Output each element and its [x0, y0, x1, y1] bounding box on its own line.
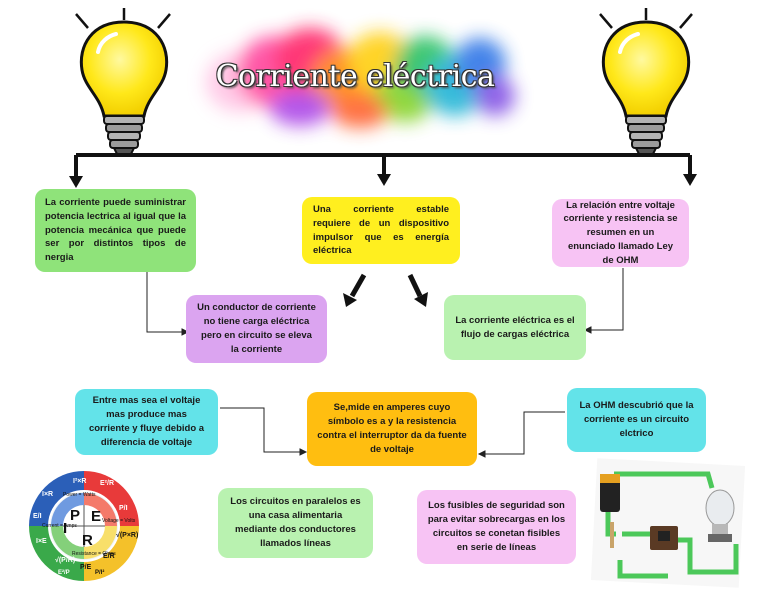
- wheel-label-9: E/I: [33, 513, 42, 520]
- top-connector-bar: [69, 153, 697, 188]
- box-fusibles-seguridad: Los fusibles de seguridad son para evita…: [417, 490, 576, 564]
- wheel-inner-label-4: Current = Amps: [42, 523, 77, 529]
- lightbulb-right-icon: [599, 8, 693, 157]
- box-circuitos-paralelos: Los circuitos en paralelos es una casa a…: [218, 488, 373, 558]
- box-voltaje-corriente: Entre mas sea el voltaje mas produce mas…: [75, 389, 218, 455]
- ohms-law-wheel: [29, 471, 139, 581]
- wheel-label-2: E²/R: [100, 480, 114, 487]
- wheel-label-6: P/E: [80, 564, 92, 571]
- box-conductor-de-corriente: Un conductor de corriente no tiene carga…: [186, 295, 327, 363]
- wheel-inner-label-1: Power = Watts: [63, 492, 96, 498]
- wheel-letter-e: E: [91, 508, 102, 525]
- box-ley-de-ohm: La relación entre voltaje corriente y re…: [552, 199, 689, 267]
- wheel-label-4: √(P×R): [116, 532, 139, 539]
- wheel-inner-label-2: Voltage = Volts: [102, 518, 136, 524]
- lightbulb-left-icon: [75, 8, 171, 157]
- wheel-letter-i: I: [63, 520, 68, 537]
- box-amperes: Se,mide en amperes cuyo símbolo es a y l…: [307, 392, 477, 466]
- elbow-connectors: [146, 268, 624, 458]
- wheel-letter-r: R: [82, 532, 93, 549]
- box-ohm-circuito: La OHM descubrió que la corriente es un …: [567, 388, 706, 452]
- box-potencia-electrica: La corriente puede suministrar potencia …: [35, 189, 196, 272]
- wheel-label-1: I²×R: [73, 478, 87, 485]
- wheel-label-7: √(P/R): [55, 557, 76, 564]
- box-corriente-estable: Una corriente estable requiere de un dis…: [302, 197, 460, 264]
- circuit-illustration: [590, 458, 746, 588]
- wheel-inner-label-3: Resistance = Ohms: [72, 551, 116, 557]
- wheel-label-8: I×E: [36, 538, 47, 545]
- diagonal-arrows: [343, 273, 428, 307]
- wheel-label-11: P/I²: [95, 570, 105, 576]
- page-title: Corriente eléctrica: [215, 59, 495, 94]
- watercolor-splash: [206, 28, 515, 128]
- wheel-label-3: P/I: [119, 505, 128, 512]
- box-flujo-de-cargas: La corriente eléctrica es el flujo de ca…: [444, 295, 586, 360]
- wheel-label-12: E²/P: [58, 570, 70, 576]
- title-area: Corriente eléctrica: [205, 25, 505, 130]
- wheel-label-5: E/R: [103, 553, 115, 560]
- wheel-letter-p: P: [70, 507, 81, 524]
- wheel-label-10: I×R: [42, 491, 54, 498]
